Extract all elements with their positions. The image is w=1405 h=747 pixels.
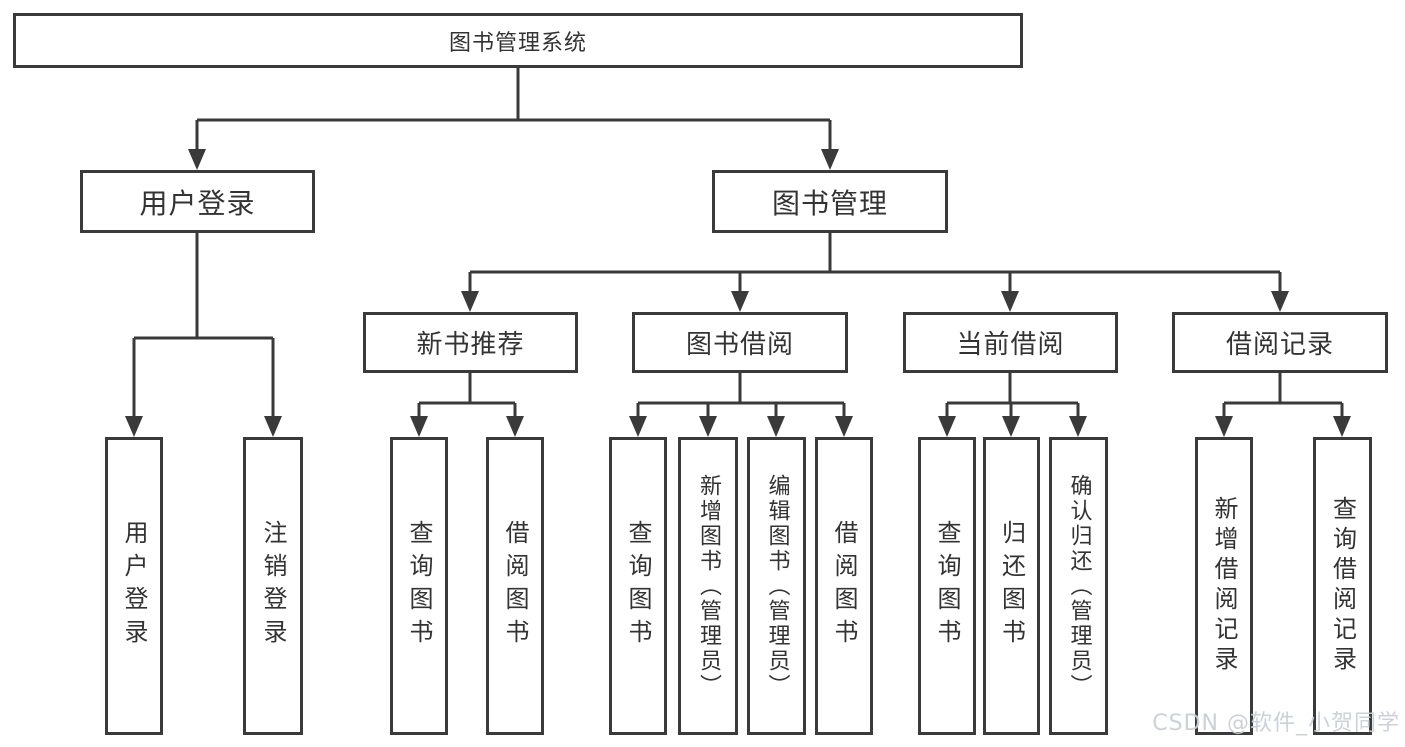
node-add-borrow-record: 新增借阅记录 xyxy=(1195,437,1253,735)
node-query-books-current: 查询图书 xyxy=(918,437,976,735)
node-label: 借阅图书 xyxy=(830,520,858,652)
node-borrow-books-newrec: 借阅图书 xyxy=(486,437,544,735)
watermark-text: CSDN @软件_小贺同学 xyxy=(1152,711,1400,736)
node-query-books-borrowing: 查询图书 xyxy=(609,437,667,735)
node-book-borrowing: 图书借阅 xyxy=(632,312,848,373)
node-label: 确认归还（管理员） xyxy=(1066,473,1092,699)
node-book-management-system: 图书管理系统 xyxy=(13,13,1023,68)
node-label: 新增图书（管理员） xyxy=(696,473,721,699)
node-add-books-admin: 新增图书（管理员） xyxy=(678,437,738,735)
node-label: 查询图书 xyxy=(405,520,433,652)
node-user-login-branch: 用户登录 xyxy=(80,170,315,233)
node-label: 新书推荐 xyxy=(416,330,525,360)
node-query-borrow-record: 查询借阅记录 xyxy=(1313,437,1372,735)
node-label: 查询图书 xyxy=(933,520,961,652)
node-label: 图书借阅 xyxy=(685,330,794,360)
node-edit-books-admin: 编辑图书（管理员） xyxy=(747,437,806,735)
node-label: 图书管理 xyxy=(771,186,888,220)
node-label: 图书管理系统 xyxy=(448,30,587,56)
node-new-book-recommend: 新书推荐 xyxy=(363,312,578,373)
node-label: 借阅记录 xyxy=(1225,330,1334,360)
node-label: 编辑图书（管理员） xyxy=(764,473,790,699)
node-user-login: 用户登录 xyxy=(105,437,163,735)
node-label: 用户登录 xyxy=(120,520,148,652)
node-label: 用户登录 xyxy=(139,186,256,220)
node-logout: 注销登录 xyxy=(243,437,303,735)
node-label: 查询借阅记录 xyxy=(1328,496,1357,676)
node-current-borrowing: 当前借阅 xyxy=(903,312,1118,373)
node-borrow-books-borrowing: 借阅图书 xyxy=(815,437,873,735)
node-confirm-return-admin: 确认归还（管理员） xyxy=(1049,437,1108,735)
node-label: 新增借阅记录 xyxy=(1210,496,1238,676)
node-label: 归还图书 xyxy=(997,520,1026,652)
node-return-books: 归还图书 xyxy=(983,437,1040,735)
node-borrowing-records: 借阅记录 xyxy=(1172,312,1388,373)
node-label: 查询图书 xyxy=(624,520,652,652)
node-label: 当前借阅 xyxy=(956,330,1065,360)
node-label: 借阅图书 xyxy=(501,520,529,652)
node-book-management: 图书管理 xyxy=(712,170,948,233)
node-query-books-newrec: 查询图书 xyxy=(390,437,448,735)
node-label: 注销登录 xyxy=(259,520,287,652)
